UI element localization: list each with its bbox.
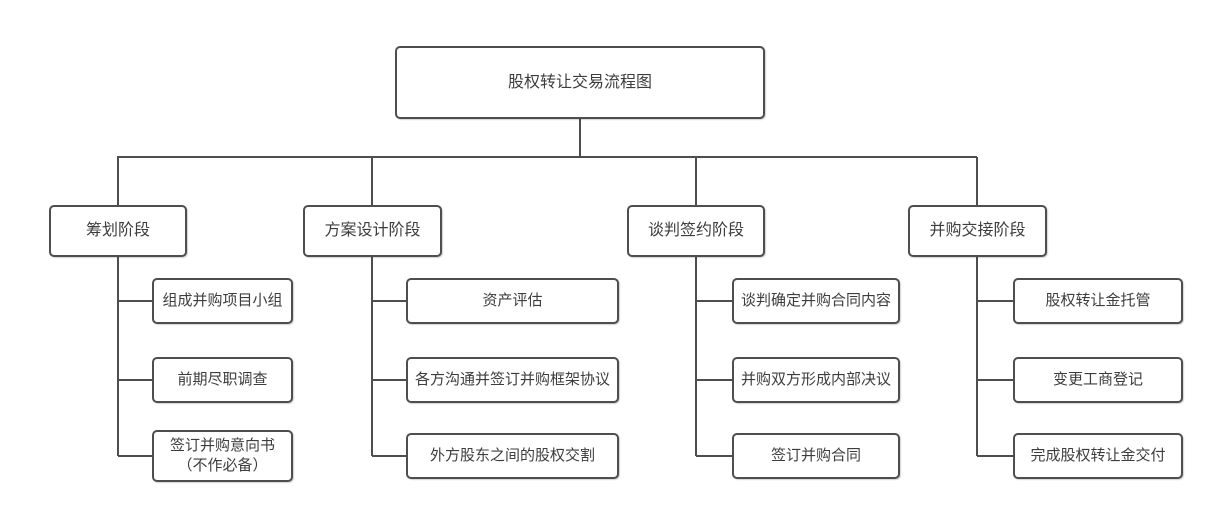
step-node-label: 签订并购意向书 （不作必备） (169, 436, 275, 474)
step-node-label: 变更工商登记 (1052, 370, 1143, 388)
step-node-4-3: 完成股权转让金交付 (1013, 433, 1183, 479)
stage-node-label: 并购交接阶段 (929, 222, 1026, 240)
connector-path (117, 119, 1013, 457)
step-node-2-3: 外方股东之间的股权交割 (406, 433, 619, 479)
step-node-label: 组成并购项目小组 (162, 291, 283, 309)
step-node-1-2: 前期尽职调查 (152, 357, 293, 403)
step-node-3-3: 签订并购合同 (732, 433, 900, 479)
step-node-2-1: 资产评估 (406, 278, 619, 324)
step-node-1-1: 组成并购项目小组 (152, 278, 293, 324)
step-node-label: 前期尽职调查 (177, 370, 268, 388)
step-node-3-2: 并购双方形成内部决议 (732, 357, 900, 403)
stage-node-label: 方案设计阶段 (324, 222, 421, 240)
step-node-label: 签订并购合同 (770, 446, 861, 464)
stage-node-planning: 筹划阶段 (49, 205, 187, 257)
stage-node-design: 方案设计阶段 (303, 205, 442, 257)
step-node-3-1: 谈判确定并购合同内容 (732, 278, 900, 324)
step-node-4-2: 变更工商登记 (1013, 357, 1183, 403)
root-node-label: 股权转让交易流程图 (507, 73, 652, 91)
stage-node-negotiation: 谈判签约阶段 (627, 205, 765, 257)
step-node-1-3: 签订并购意向书 （不作必备） (152, 430, 293, 482)
step-node-label: 完成股权转让金交付 (1030, 446, 1166, 464)
step-node-4-1: 股权转让金托管 (1013, 278, 1183, 324)
step-node-label: 并购双方形成内部决议 (740, 370, 891, 388)
stage-node-label: 筹划阶段 (85, 222, 150, 240)
stage-node-label: 谈判签约阶段 (647, 222, 744, 240)
root-node: 股权转让交易流程图 (395, 46, 765, 119)
step-node-label: 外方股东之间的股权交割 (429, 446, 595, 464)
step-node-label: 谈判确定并购合同内容 (740, 291, 891, 309)
step-node-2-2: 各方沟通并签订并购框架协议 (406, 357, 619, 403)
step-node-label: 各方沟通并签订并购框架协议 (414, 370, 610, 388)
stage-node-handover: 并购交接阶段 (908, 205, 1047, 257)
step-node-label: 股权转让金托管 (1045, 291, 1151, 309)
step-node-label: 资产评估 (482, 291, 543, 309)
